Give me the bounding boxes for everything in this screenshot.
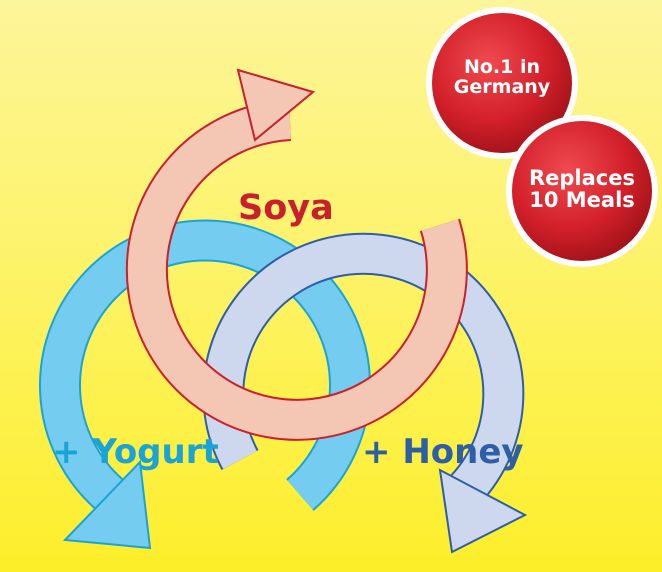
badge-replaces-meals	[506, 115, 658, 267]
badge-no1-line1: No.1 in	[463, 56, 541, 78]
soya-ring-arrow	[125, 68, 468, 441]
badge-replaces-text: Replaces 10 Meals	[512, 167, 652, 211]
badge-no1-text: No.1 in Germany	[437, 56, 567, 98]
badge-no1-line2: Germany	[453, 75, 551, 98]
honey-ring-arrow	[202, 232, 528, 554]
yogurt-label: + Yogurt	[52, 432, 219, 472]
soya-label: Soya	[238, 188, 334, 228]
badge-no1-germany	[426, 7, 578, 159]
badge-replaces-line2: 10 Meals	[529, 188, 635, 213]
honey-label: + Honey	[362, 432, 524, 472]
badge-replaces-line1: Replaces	[528, 166, 635, 190]
